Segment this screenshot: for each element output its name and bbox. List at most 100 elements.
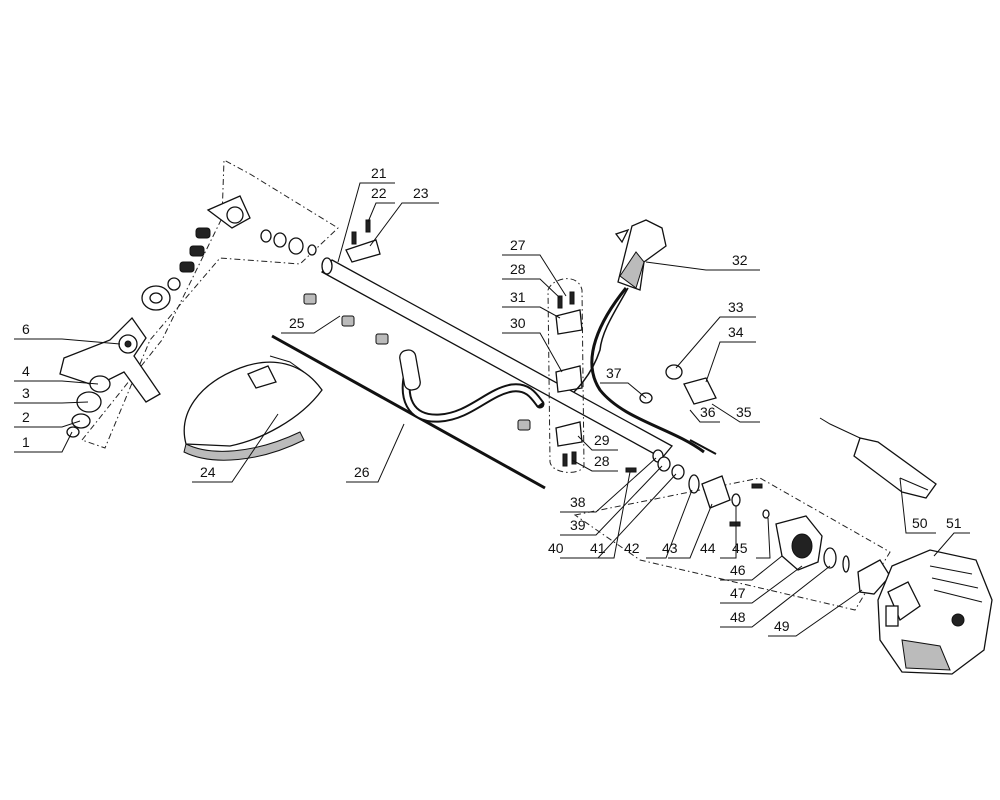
- clutch-bell-opening: [791, 533, 813, 559]
- part-label-43: 43: [662, 540, 678, 556]
- cable-clip: [665, 364, 683, 380]
- throttle-handle: [573, 219, 705, 454]
- part-label-27: 27: [510, 237, 526, 253]
- nut-1: [66, 426, 80, 438]
- leader-49: [768, 589, 863, 637]
- leader-51: [933, 532, 970, 557]
- lower-clamp: [555, 421, 583, 447]
- screw-45: [729, 521, 741, 527]
- part-label-48: 48: [730, 609, 746, 625]
- bearing-48: [823, 547, 837, 569]
- part-label-28-top: 28: [510, 261, 526, 277]
- cup-washer-4: [89, 375, 111, 393]
- part-label-39: 39: [570, 517, 586, 533]
- part-label-28-bottom: 28: [594, 453, 610, 469]
- leader-39: [560, 465, 663, 536]
- leader-23: [369, 202, 439, 247]
- part-label-36: 36: [700, 404, 716, 420]
- leader-48: [720, 565, 831, 628]
- spring-b: [189, 245, 205, 257]
- leader-44: [720, 506, 737, 559]
- leader-24: [192, 413, 279, 483]
- leader-33: [675, 316, 756, 369]
- cable-sleeve: [683, 377, 717, 405]
- leader-34: [705, 341, 756, 383]
- leader-29: [577, 435, 618, 451]
- part-label-37: 37: [606, 365, 622, 381]
- leader-22: [367, 202, 395, 223]
- leader-31: [502, 306, 561, 319]
- part-label-1: 1: [22, 434, 30, 450]
- fan-cover-49: [857, 559, 891, 595]
- spring-a: [195, 227, 211, 239]
- leader-37: [600, 382, 647, 399]
- clamp-group: [547, 278, 585, 473]
- washer-46: [762, 509, 770, 519]
- loop-handle-inner: [403, 365, 543, 421]
- guard-mount: [247, 365, 277, 389]
- part-label-40: 40: [548, 540, 564, 556]
- clutch-housing: [775, 515, 891, 595]
- part-label-24: 24: [200, 464, 216, 480]
- clamp-screw-c: [562, 453, 568, 467]
- guard-24: [183, 355, 323, 461]
- washer-e: [273, 232, 287, 248]
- cutting-blade: [59, 316, 161, 403]
- bushing-c: [375, 333, 389, 345]
- shaft-tube-body: [320, 259, 674, 459]
- grease-tube-fold: [899, 477, 929, 491]
- leader-3: [14, 401, 89, 404]
- part-label-22: 22: [371, 185, 387, 201]
- leader-50: [899, 477, 936, 534]
- guard-shell: [183, 361, 323, 447]
- part-label-46: 46: [730, 562, 746, 578]
- snap-ring-42: [688, 474, 700, 494]
- bracket-screw-b: [365, 219, 371, 233]
- part-label-45: 45: [732, 540, 748, 556]
- part-label-21: 21: [371, 165, 387, 181]
- leader-25: [281, 315, 341, 334]
- part-label-50: 50: [912, 515, 928, 531]
- leader-2: [14, 420, 81, 428]
- leader-42: [646, 489, 693, 559]
- part-label-34: 34: [728, 324, 744, 340]
- leader-30: [502, 332, 563, 373]
- washer-2: [71, 413, 91, 429]
- leader-47: [720, 565, 803, 604]
- part-label-2: 2: [22, 409, 30, 425]
- part-label-6: 6: [22, 321, 30, 337]
- part-label-44: 44: [700, 540, 716, 556]
- part-label-25: 25: [289, 315, 305, 331]
- engine-group-outline: [573, 477, 891, 611]
- part-label-51: 51: [946, 515, 962, 531]
- washer-d: [260, 229, 272, 243]
- snap-ring-49a: [842, 555, 850, 573]
- part-label-23: 23: [413, 185, 429, 201]
- throttle-trigger: [614, 228, 630, 244]
- throttle-cable-second: [573, 287, 629, 393]
- screw-41: [625, 467, 637, 473]
- leader-32: [645, 261, 760, 271]
- gear-head-assembly: [59, 195, 317, 438]
- grease-tube: [819, 417, 937, 499]
- leader-4: [14, 380, 99, 385]
- leader-1: [14, 431, 73, 453]
- part-label-35: 35: [736, 404, 752, 420]
- bracket-screw-a: [351, 231, 357, 245]
- leader-28b: [571, 459, 618, 472]
- grease-tube-nozzle: [819, 417, 861, 439]
- ring-44: [731, 493, 741, 507]
- washer-f: [288, 237, 304, 255]
- part-label-26: 26: [354, 464, 370, 480]
- part-label-30: 30: [510, 315, 526, 331]
- engine-51: [877, 549, 993, 675]
- loop-handle-grip: [399, 349, 421, 391]
- leader-lines: [14, 182, 970, 637]
- engine-switch: [885, 605, 899, 627]
- gear-head-nut: [226, 206, 244, 224]
- engine-fins-1: [929, 565, 973, 575]
- part-label-3: 3: [22, 385, 30, 401]
- leader-41: [588, 471, 631, 559]
- middle-clamp: [555, 365, 583, 393]
